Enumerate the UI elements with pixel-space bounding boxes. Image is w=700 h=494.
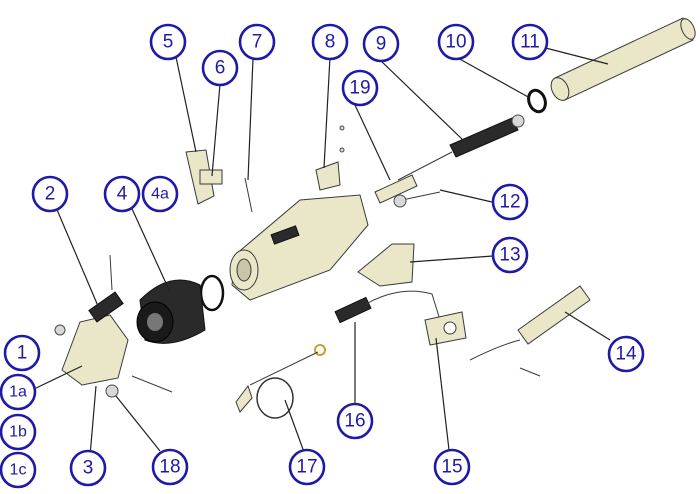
callout-1b-label: 1b bbox=[9, 424, 27, 441]
callout-1c: 1c bbox=[0, 451, 37, 489]
callout-4: 4 bbox=[103, 175, 141, 213]
part-6-clip bbox=[199, 169, 223, 185]
callout-1b: 1b bbox=[0, 413, 37, 451]
callout-19-label: 19 bbox=[349, 78, 370, 99]
callout-1c-label: 1c bbox=[10, 462, 27, 479]
callout-5: 5 bbox=[149, 23, 187, 61]
callout-16: 16 bbox=[336, 402, 374, 440]
callout-7-label: 7 bbox=[252, 32, 263, 53]
part-9-damper bbox=[397, 114, 525, 181]
callout-13: 13 bbox=[491, 236, 529, 274]
callout-17-label: 17 bbox=[296, 457, 317, 478]
callout-9: 9 bbox=[362, 25, 400, 63]
part-18-bolt bbox=[105, 375, 173, 398]
part-11-tube bbox=[550, 17, 696, 101]
callout-15: 15 bbox=[433, 448, 471, 486]
callout-7: 7 bbox=[238, 23, 276, 61]
callout-18-label: 18 bbox=[159, 457, 180, 478]
callout-1a-label: 1a bbox=[9, 384, 27, 401]
callout-1-label: 1 bbox=[17, 343, 28, 364]
part-illustrations bbox=[54, 17, 696, 419]
housing-o-ring bbox=[199, 274, 225, 312]
callout-4a-label: 4a bbox=[151, 186, 169, 203]
callout-8-label: 8 bbox=[325, 32, 336, 53]
callout-18: 18 bbox=[151, 448, 189, 486]
part-19-pin bbox=[374, 174, 418, 204]
callout-8: 8 bbox=[311, 23, 349, 61]
callout-12: 12 bbox=[491, 183, 529, 221]
part-7-rod bbox=[244, 177, 253, 213]
part-14-cylinder bbox=[469, 285, 591, 377]
callout-3-label: 3 bbox=[83, 458, 94, 479]
callout-19: 19 bbox=[341, 69, 379, 107]
leader-lines bbox=[33, 43, 611, 457]
callout-14: 14 bbox=[607, 335, 645, 373]
main-housing bbox=[229, 194, 369, 301]
callout-2: 2 bbox=[31, 175, 69, 213]
callout-12-label: 12 bbox=[499, 192, 520, 213]
callout-1: 1 bbox=[3, 334, 41, 372]
callout-6-label: 6 bbox=[215, 58, 226, 79]
part-4-bellows bbox=[136, 279, 206, 344]
callout-3: 3 bbox=[69, 449, 107, 487]
callout-10-label: 10 bbox=[445, 32, 466, 53]
callout-11: 11 bbox=[511, 23, 549, 61]
callout-5-label: 5 bbox=[163, 32, 174, 53]
part-8-latch bbox=[315, 125, 345, 191]
callout-15-label: 15 bbox=[441, 457, 462, 478]
callout-11-label: 11 bbox=[520, 32, 540, 53]
callout-1a: 1a bbox=[0, 373, 37, 411]
callout-4-label: 4 bbox=[117, 184, 128, 205]
callout-6: 6 bbox=[201, 49, 239, 87]
callout-9-label: 9 bbox=[376, 34, 387, 55]
callout-10: 10 bbox=[437, 23, 475, 61]
callout-4a: 4a bbox=[141, 175, 179, 213]
callout-14-label: 14 bbox=[615, 344, 637, 365]
callout-2-label: 2 bbox=[45, 184, 56, 205]
callout-17: 17 bbox=[288, 448, 326, 486]
callout-16-label: 16 bbox=[344, 411, 365, 432]
coupling-head bbox=[54, 254, 129, 386]
callout-13-label: 13 bbox=[499, 245, 520, 266]
part-16-lever bbox=[334, 290, 467, 346]
part-12-bolt bbox=[393, 191, 441, 208]
part-10-o-ring bbox=[527, 88, 547, 114]
part-17-cable bbox=[235, 344, 326, 419]
part-13-plate bbox=[357, 243, 415, 287]
